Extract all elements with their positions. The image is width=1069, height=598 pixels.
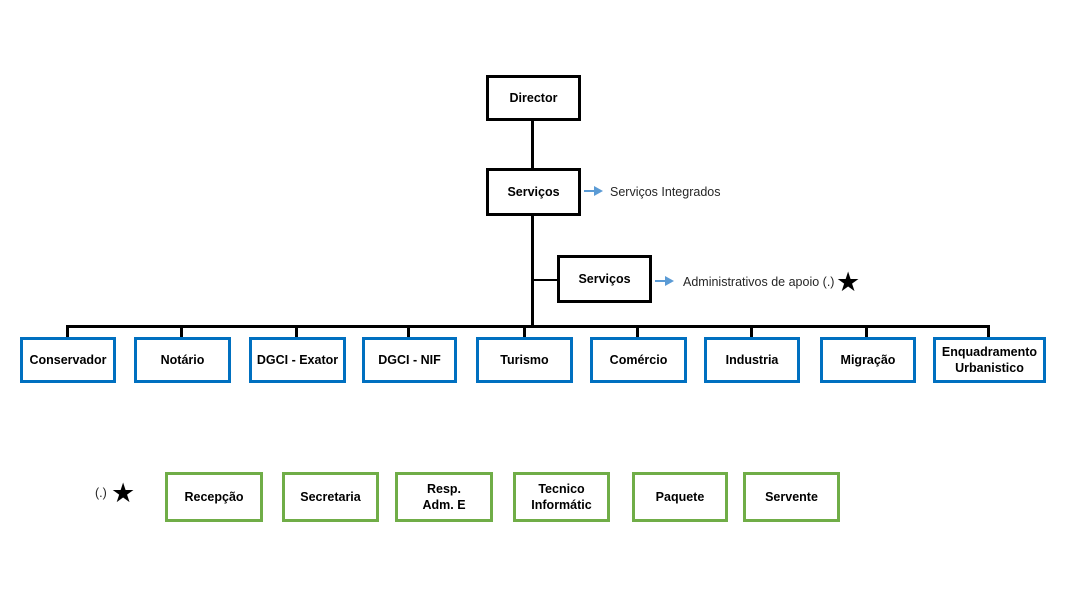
node-director-label: Director [509, 91, 558, 105]
node-notario: Notário [134, 337, 231, 383]
connector-stub-migracao [865, 326, 868, 338]
connector-stub-dgci-exator [295, 326, 298, 338]
node-secretaria: Secretaria [282, 472, 379, 522]
connector-stub-conservador [66, 326, 69, 338]
connector-stub-dgci-nif [407, 326, 410, 338]
node-servicos-apoio: Serviços [557, 255, 652, 303]
node-servente: Servente [743, 472, 840, 522]
connector-director-servicos [531, 120, 534, 169]
node-servicos-apoio-label: Serviços [578, 272, 631, 286]
connector-servicos-apoio [534, 279, 557, 281]
annotation-servicos-apoio: Administrativos de apoio (.) [683, 275, 835, 289]
star-icon: ★ [836, 267, 861, 297]
node-secretaria-label: Secretaria [300, 490, 361, 504]
node-resp-adm: Resp. Adm. E [395, 472, 493, 522]
connector-stub-turismo [523, 326, 526, 338]
connector-stub-comercio [636, 326, 639, 338]
annotation-servicos-integrados: Serviços Integrados [610, 185, 721, 199]
node-recepcao: Recepção [165, 472, 263, 522]
arrowhead-servicos-integrados-icon [594, 186, 603, 196]
node-servente-label: Servente [765, 490, 818, 504]
node-migracao: Migração [820, 337, 916, 383]
node-tecnico-informatico-label: Tecnico Informátic [531, 482, 592, 512]
node-paquete-label: Paquete [655, 490, 705, 504]
node-dgci-exator-label: DGCI - Exator [256, 353, 339, 367]
node-notario-label: Notário [160, 353, 205, 367]
connector-stub-notario [180, 326, 183, 338]
node-servicos-integrados-label: Serviços [507, 185, 560, 199]
node-tecnico-informatico: Tecnico Informátic [513, 472, 610, 522]
node-conservador-label: Conservador [29, 353, 107, 367]
node-paquete: Paquete [632, 472, 728, 522]
node-industria-label: Industria [725, 353, 779, 367]
node-enquadramento-urbanistico-label: Enquadramento Urbanistico [941, 345, 1038, 375]
connector-servicos-row [531, 215, 534, 328]
node-resp-adm-label: Resp. Adm. E [422, 482, 466, 512]
node-comercio-label: Comércio [609, 353, 668, 367]
node-dgci-nif: DGCI - NIF [362, 337, 457, 383]
legend-star-icon: ★ [111, 478, 136, 508]
arrow-servicos-integrados [584, 190, 594, 192]
node-servicos-integrados: Serviços [486, 168, 581, 216]
node-enquadramento-urbanistico: Enquadramento Urbanistico [933, 337, 1046, 383]
node-dgci-exator: DGCI - Exator [249, 337, 346, 383]
node-recepcao-label: Recepção [184, 490, 244, 504]
node-conservador: Conservador [20, 337, 116, 383]
node-industria: Industria [704, 337, 800, 383]
arrowhead-servicos-apoio-icon [665, 276, 674, 286]
node-migracao-label: Migração [840, 353, 896, 367]
connector-row-horizontal [66, 325, 990, 328]
node-director: Director [486, 75, 581, 121]
node-turismo: Turismo [476, 337, 573, 383]
legend-prefix: (.) [95, 486, 107, 500]
node-dgci-nif-label: DGCI - NIF [378, 353, 441, 367]
arrow-servicos-apoio [655, 280, 665, 282]
connector-stub-industria [750, 326, 753, 338]
connector-stub-enquadramento [987, 326, 990, 338]
node-comercio: Comércio [590, 337, 687, 383]
node-turismo-label: Turismo [500, 353, 549, 367]
